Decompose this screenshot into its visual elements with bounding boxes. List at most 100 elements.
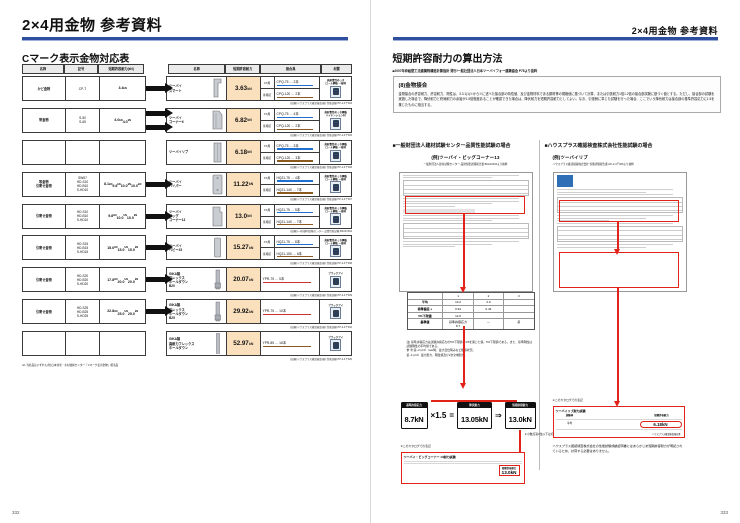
fastener-value: YPR-75 … 5本 — [261, 276, 320, 284]
right-page: 2×4用金物 参考資料 短期許容耐力の算出方法 ■2007年枠組壁工法建築物構造… — [369, 0, 740, 523]
right-section-title: 短期許容耐力の算出方法 — [392, 54, 503, 65]
certification-badge-icon — [330, 117, 342, 130]
highlight-box-right — [558, 200, 679, 222]
left-page: 2×4用金物 参考資料 Cマーク表示金物対応表 名称 記号 短期許容耐力(kN)… — [12, 14, 352, 515]
certification-badge-icon — [330, 213, 342, 226]
example-sub-right: ハウスプラス確認検査株式会社 性能試験報告書 HP-2-4〒006より抜粋 — [552, 162, 634, 166]
arrow-icon — [146, 140, 166, 165]
formula-operator: ×1.5 — [430, 411, 447, 421]
certification-badge-icon — [330, 149, 342, 162]
arrow-icon — [146, 267, 173, 292]
formula-input-label: 基準許容応力 — [401, 403, 427, 408]
arrow-icon — [146, 107, 173, 133]
spec-head-left: 試験体 — [565, 414, 574, 417]
formula-input-value: 8.7 — [404, 414, 415, 424]
formula-output-label: 短期許容耐力 — [505, 403, 535, 408]
old-model — [66, 140, 101, 164]
connector-line-1 — [430, 400, 517, 403]
row-source-note: (試験)ハウスプラス確認検査(株) 性能試験 HP-2-4〒005 — [290, 134, 352, 138]
spec-row-value: 6.18kN — [639, 420, 682, 428]
old-name: 引寄せ金物 — [23, 236, 66, 260]
highlight-box-right-2 — [558, 252, 679, 288]
fastener-key: 専用釘 — [260, 184, 275, 196]
old-model — [66, 332, 101, 356]
results-cell — [504, 300, 533, 306]
table-header-row: 名称 記号 短期許容耐力(kN) 名称 短期許容耐力 接合具 材質 — [22, 64, 352, 74]
catalog-spec-title-right: ツーバイリブ耐力試験 — [555, 408, 586, 413]
material-cell: 高耐食性めっき鋼板ロール鋼板 一般材 — [320, 205, 351, 228]
spec-row-label: 平均 — [566, 421, 573, 425]
old-name: 引寄せ金物 — [23, 268, 66, 292]
fastener-value: HQ21-75 … 4本 — [275, 175, 320, 182]
material-cell: ブラックアイ — [320, 268, 351, 291]
old-name — [23, 140, 66, 164]
material-text: 高耐食性めっき鋼板ロール鋼板 一般材 — [324, 174, 347, 181]
catalog-spec-title-left: ツーバイ・ビッグコーナー 13耐力試験 — [403, 454, 456, 459]
hyper-plate-icon — [210, 174, 224, 195]
page-number-left: 332 — [12, 510, 20, 515]
material-cell: ブラックアイ — [320, 332, 351, 355]
rounding-note: ※小数点第2位以下は切り捨て — [524, 432, 562, 436]
quote-box: (8)金物接合 金物接合の許容耐力、許容耐力、剛性は、3.3.1(1)①から②に… — [392, 76, 721, 114]
fastener-cell: YPR-85 … 16本 — [261, 332, 321, 356]
old-name: 帯金物 — [23, 108, 66, 132]
results-row-label: 平均 — [408, 299, 444, 306]
product-name: ツーバイコーナーII — [169, 116, 184, 125]
product-name: ツーバイハイパー — [169, 180, 182, 189]
row-source-note: (試験)(一財)建材試験センター 品質性能試験 B0A2X004 — [290, 229, 352, 233]
example-title-right: (例)ツーバイリブ — [552, 155, 588, 160]
quote-heading: (8)金物接合 — [398, 83, 428, 89]
column-heading-kenzai: ■一般財団法人建材試験センター品質性能試験の場合 — [392, 143, 511, 149]
row-source-note: (試験)ハウスプラス確認検査(株) 性能試験 HP-2-4〒008 — [290, 261, 352, 265]
catalog-spec-box-left: ツーバイ・ビッグコーナー 13耐力試験 短期許容耐力 13.0kN — [400, 452, 525, 484]
formula-output-box: 短期許容耐力 13.0kN — [504, 402, 536, 430]
th-old-name: 名称 — [22, 64, 64, 74]
old-spec-cell — [22, 331, 146, 357]
material-cell: 高耐食性めっき鋼板ロール鋼板 一般材 — [320, 173, 351, 196]
fastener-value: CPQ-75 … 2本 — [275, 79, 320, 86]
results-row-label: 基準値 — [408, 319, 444, 329]
arrow-icon — [146, 235, 173, 260]
highlight-box-left — [404, 196, 525, 214]
row-source-note: (試験)ハウスプラス確認検査(株) 性能試験 HP-2-4〒010 — [290, 325, 352, 329]
spec-footer: ハウスプラス確認検査報告書 — [652, 433, 681, 436]
product-name-cell: ツーバイリブ — [167, 140, 228, 164]
formula-input-box: 基準許容応力 8.7kN — [400, 402, 428, 430]
right-page-header: 2×4用金物 参考資料 — [392, 14, 718, 41]
certification-badge-icon — [330, 245, 342, 258]
th-new-name: 名称 — [168, 64, 226, 74]
fastener-key: CT用 — [260, 108, 275, 120]
old-name: 引寄せ金物 — [23, 300, 66, 324]
column-divider — [538, 140, 540, 470]
fastener-key: CT用 — [260, 140, 275, 152]
certification-badge-icon — [330, 307, 342, 320]
bracket-plate-icon — [210, 78, 224, 99]
left-page-header: 2×4用金物 参考資料 — [22, 14, 348, 41]
column-heading-houseplus: ■ハウスプラス確認検査株式会社性能試験の場合 — [544, 143, 653, 149]
